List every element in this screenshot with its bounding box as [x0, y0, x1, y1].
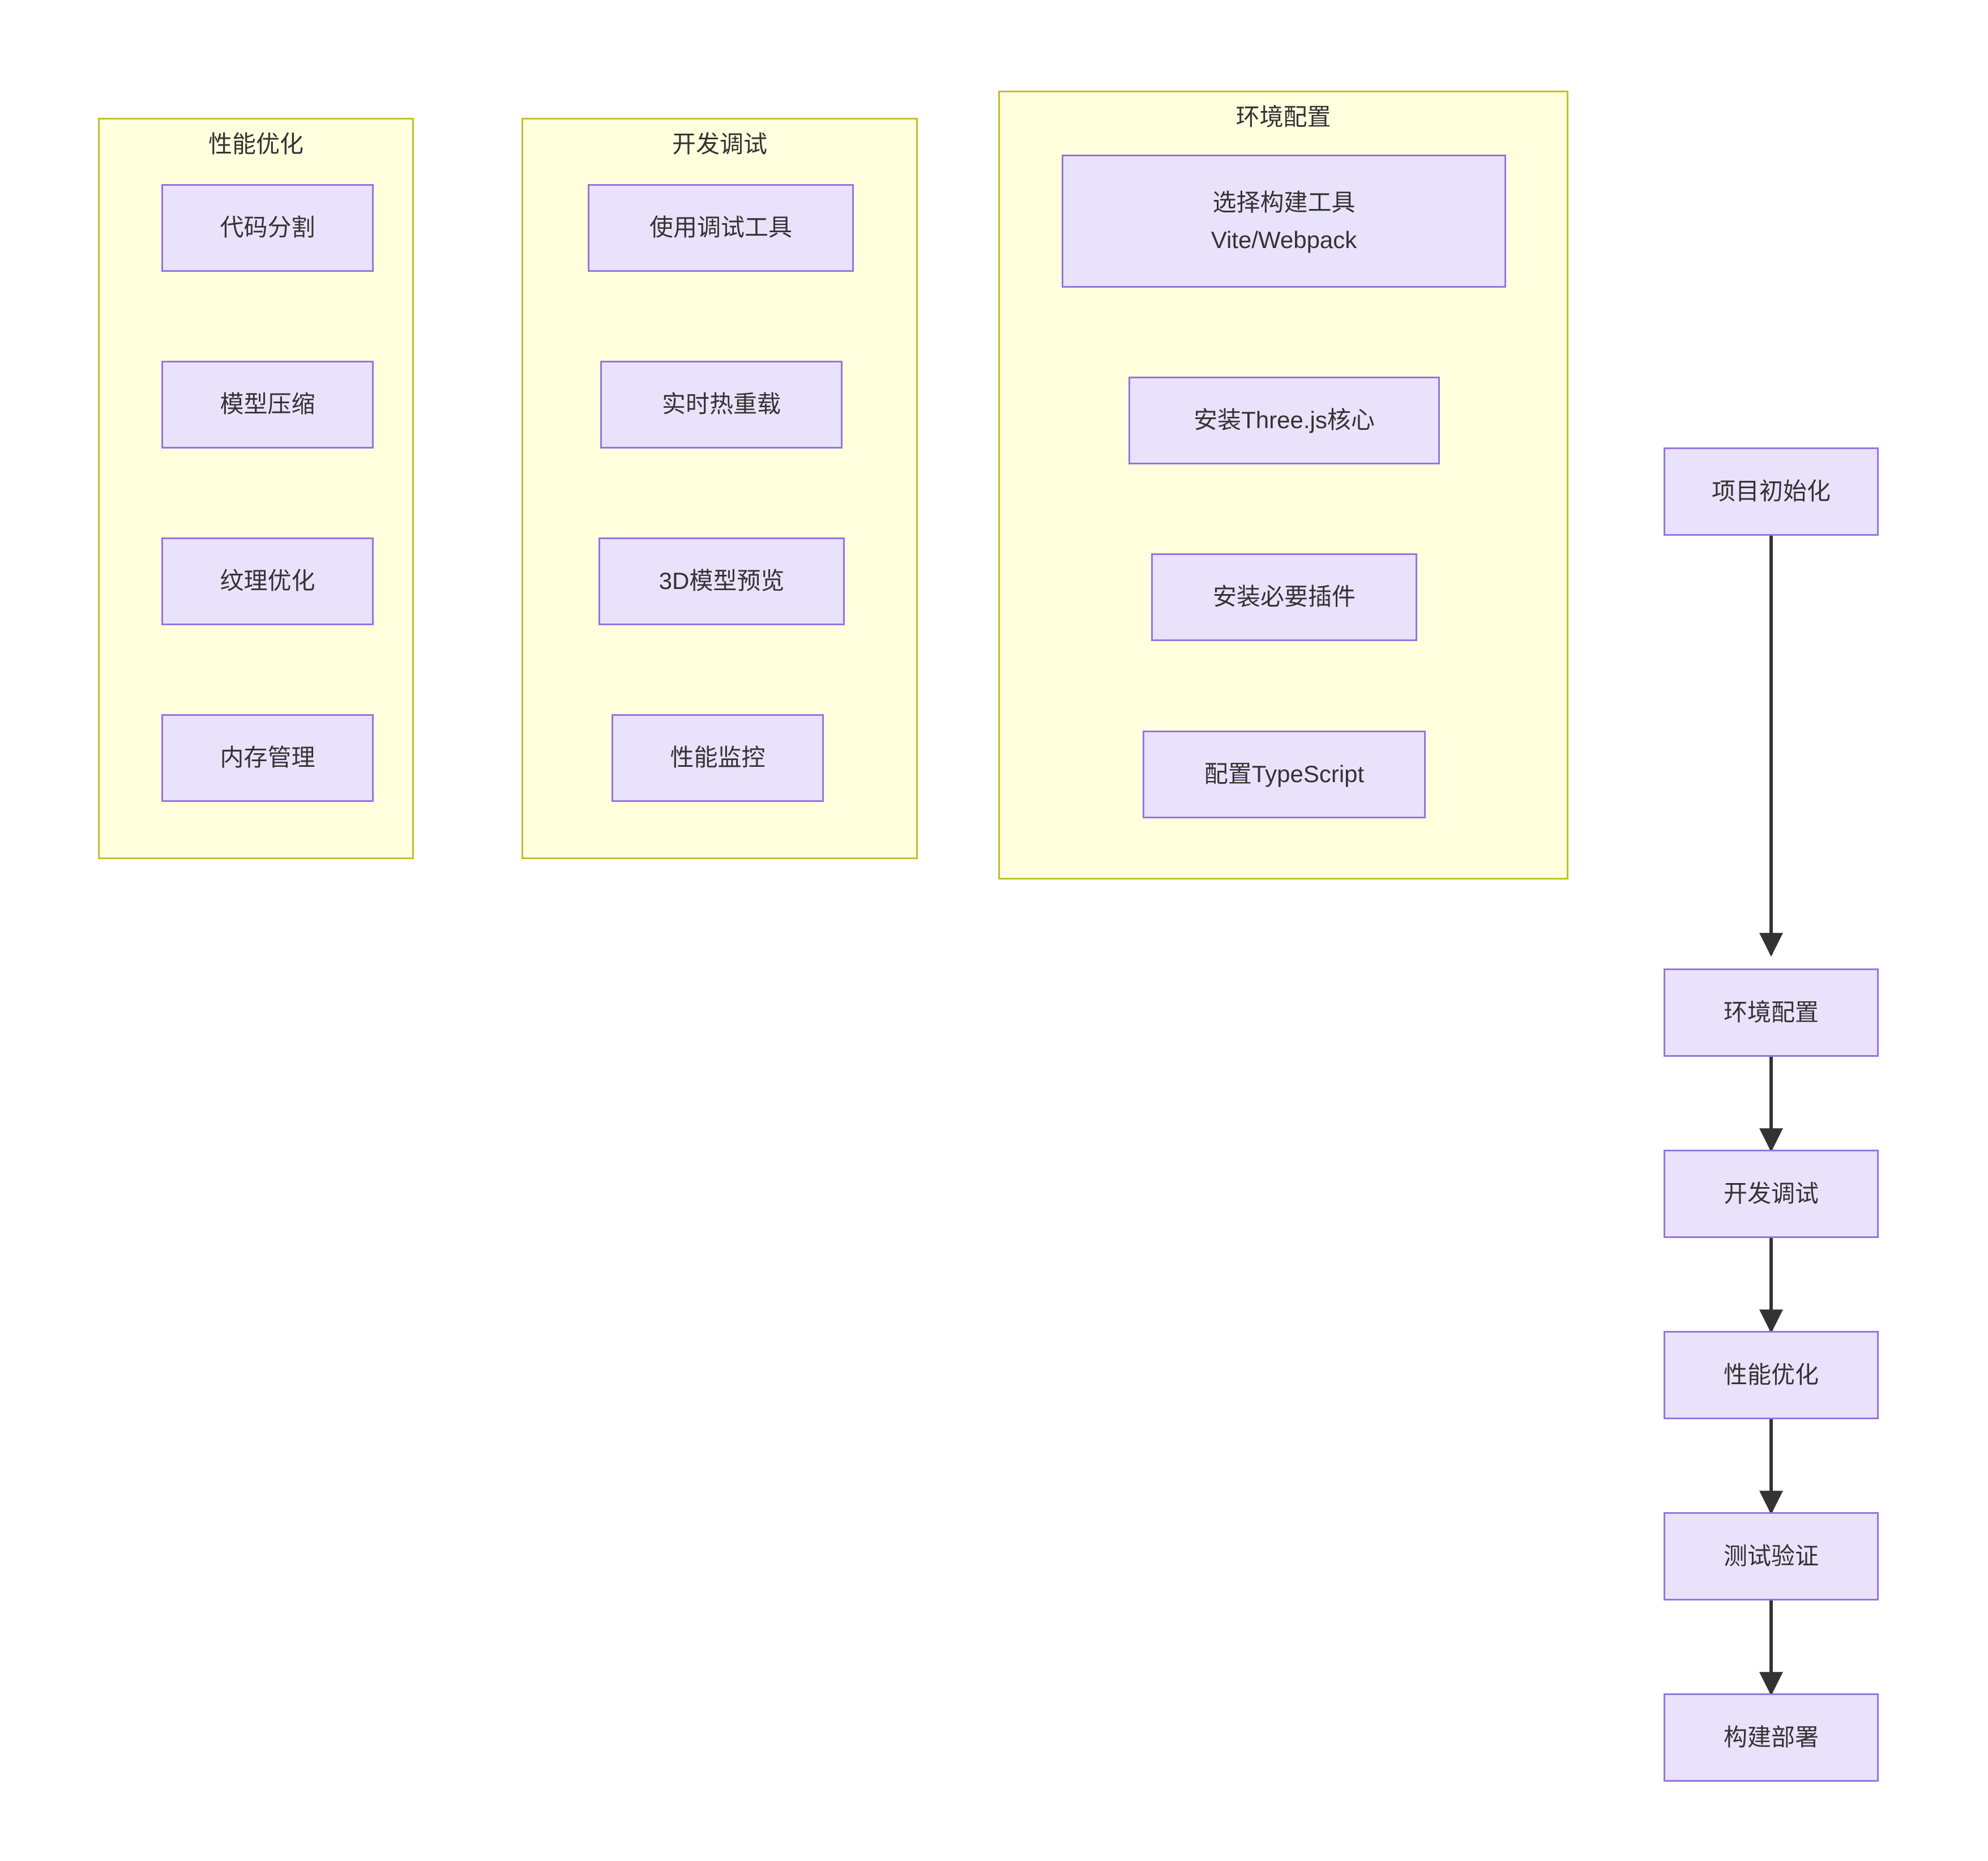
node-flow-test[interactable]: 测试验证 — [1664, 1512, 1879, 1600]
node-flow-perf[interactable]: 性能优化 — [1664, 1331, 1879, 1419]
node-label: 模型压缩 — [220, 391, 315, 418]
node-build-tool[interactable]: 选择构建工具 Vite/Webpack — [1062, 155, 1506, 288]
node-label: 环境配置 — [1723, 998, 1819, 1026]
node-label: 安装必要插件 — [1212, 583, 1356, 611]
cluster-performance-title: 性能优化 — [208, 131, 303, 157]
node-label: 内存管理 — [220, 744, 315, 771]
node-config-ts[interactable]: 配置TypeScript — [1143, 731, 1426, 818]
node-flow-env[interactable]: 环境配置 — [1664, 968, 1879, 1057]
node-model-compress[interactable]: 模型压缩 — [161, 361, 374, 449]
node-model-view[interactable]: 3D模型预览 — [598, 537, 845, 625]
node-texture-opt[interactable]: 纹理优化 — [161, 537, 374, 625]
node-install-plug[interactable]: 安装必要插件 — [1151, 553, 1417, 641]
node-label: 安装Three.js核心 — [1194, 407, 1375, 434]
node-label: 配置TypeScript — [1204, 761, 1365, 788]
node-install-core[interactable]: 安装Three.js核心 — [1128, 377, 1440, 464]
node-memory-manage[interactable]: 内存管理 — [161, 714, 374, 802]
cluster-devdebug-title: 开发调试 — [672, 131, 767, 157]
node-label: 构建部署 — [1723, 1723, 1819, 1751]
node-label: 开发调试 — [1723, 1180, 1819, 1207]
node-label: 代码分割 — [220, 214, 315, 241]
node-label: 性能监控 — [670, 744, 766, 771]
node-label: 纹理优化 — [220, 567, 315, 595]
node-code-split[interactable]: 代码分割 — [161, 184, 374, 272]
node-label: 测试验证 — [1723, 1542, 1819, 1569]
node-flow-dev[interactable]: 开发调试 — [1664, 1150, 1879, 1238]
node-label: 3D模型预览 — [659, 567, 785, 595]
node-label: 选择构建工具 Vite/Webpack — [1211, 189, 1357, 253]
node-debug-tools[interactable]: 使用调试工具 — [588, 184, 854, 272]
node-label: 实时热重载 — [661, 391, 781, 418]
node-flow-deploy[interactable]: 构建部署 — [1664, 1693, 1879, 1782]
node-perf-monitor[interactable]: 性能监控 — [612, 714, 824, 802]
node-label: 性能优化 — [1723, 1361, 1819, 1388]
node-label: 使用调试工具 — [649, 214, 792, 241]
cluster-envconfig-title: 环境配置 — [1235, 104, 1331, 130]
node-hot-reload[interactable]: 实时热重载 — [600, 361, 843, 449]
node-flow-init[interactable]: 项目初始化 — [1664, 447, 1879, 536]
node-label: 项目初始化 — [1711, 477, 1831, 505]
